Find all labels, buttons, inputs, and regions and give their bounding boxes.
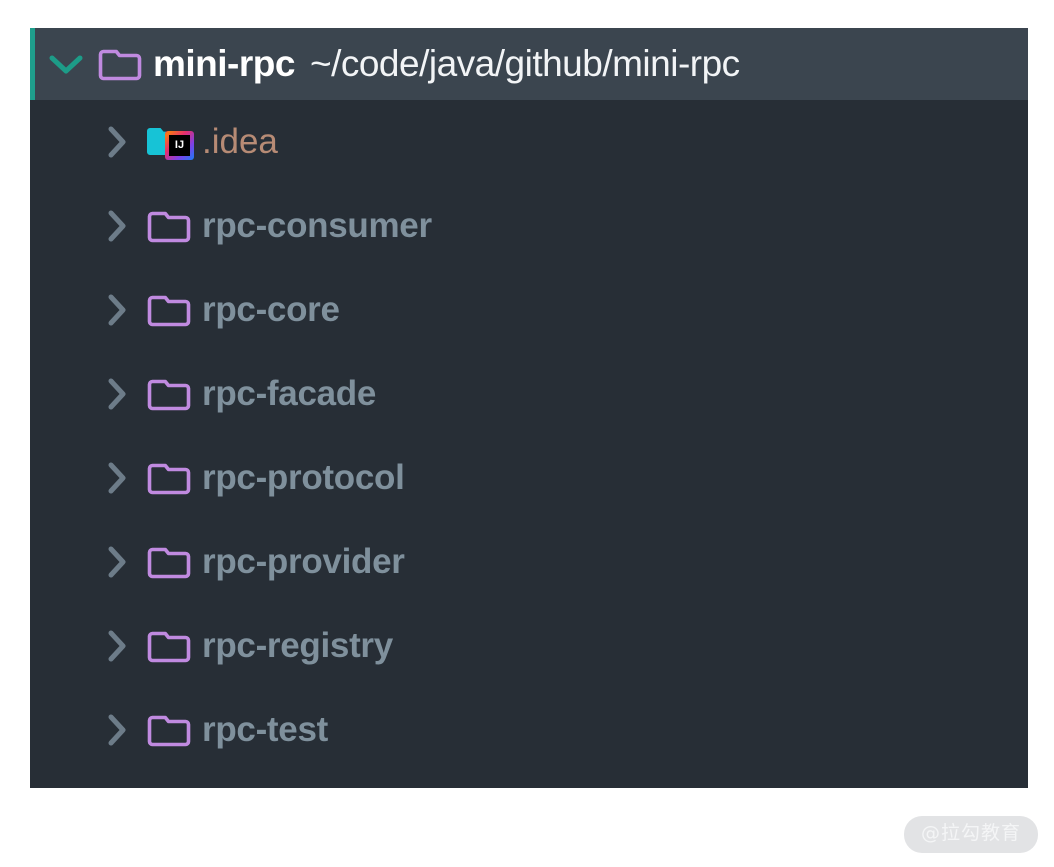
chevron-right-icon[interactable] — [88, 713, 146, 747]
tree-item-label: rpc-facade — [202, 374, 377, 413]
chevron-right-icon[interactable] — [88, 377, 146, 411]
chevron-right-icon[interactable] — [88, 293, 146, 327]
folder-icon — [146, 375, 202, 413]
tree-row-idea[interactable]: IJ .idea — [30, 100, 1028, 184]
tree-row-rpc-registry[interactable]: rpc-registry — [30, 604, 1028, 688]
folder-icon — [97, 45, 153, 83]
tree-row-rpc-facade[interactable]: rpc-facade — [30, 352, 1028, 436]
folder-icon — [146, 291, 202, 329]
intellij-badge-label: IJ — [174, 139, 185, 151]
tree-row-rpc-core[interactable]: rpc-core — [30, 268, 1028, 352]
tree-item-label: rpc-protocol — [202, 458, 405, 497]
folder-icon — [146, 207, 202, 245]
chevron-right-icon[interactable] — [88, 461, 146, 495]
selection-accent-bar — [30, 28, 35, 100]
tree-item-label: rpc-test — [202, 710, 328, 749]
chevron-right-icon[interactable] — [88, 125, 146, 159]
chevron-right-icon[interactable] — [88, 209, 146, 243]
tree-row-rpc-test[interactable]: rpc-test — [30, 688, 1028, 772]
intellij-badge-icon: IJ — [165, 131, 194, 160]
project-tree-panel: mini-rpc ~/code/java/github/mini-rpc IJ — [30, 28, 1028, 788]
folder-icon — [146, 627, 202, 665]
idea-folder-icon: IJ — [146, 122, 202, 162]
chevron-down-icon[interactable] — [35, 52, 97, 76]
folder-icon — [146, 459, 202, 497]
tree-row-rpc-provider[interactable]: rpc-provider — [30, 520, 1028, 604]
folder-icon — [146, 543, 202, 581]
project-name: mini-rpc — [153, 43, 295, 84]
tree-row-root[interactable]: mini-rpc ~/code/java/github/mini-rpc — [30, 28, 1028, 100]
folder-icon — [146, 711, 202, 749]
watermark: @拉勾教育 — [903, 816, 1038, 853]
tree-item-label: rpc-provider — [202, 542, 405, 581]
tree-item-label: rpc-core — [202, 290, 340, 329]
tree-row-rpc-consumer[interactable]: rpc-consumer — [30, 184, 1028, 268]
tree-row-rpc-protocol[interactable]: rpc-protocol — [30, 436, 1028, 520]
tree-item-label: rpc-consumer — [202, 206, 432, 245]
tree-item-label: .idea — [202, 122, 278, 161]
project-path: ~/code/java/github/mini-rpc — [309, 43, 740, 84]
root-label: mini-rpc ~/code/java/github/mini-rpc — [153, 43, 740, 85]
chevron-right-icon[interactable] — [88, 629, 146, 663]
tree-item-label: rpc-registry — [202, 626, 393, 665]
chevron-right-icon[interactable] — [88, 545, 146, 579]
